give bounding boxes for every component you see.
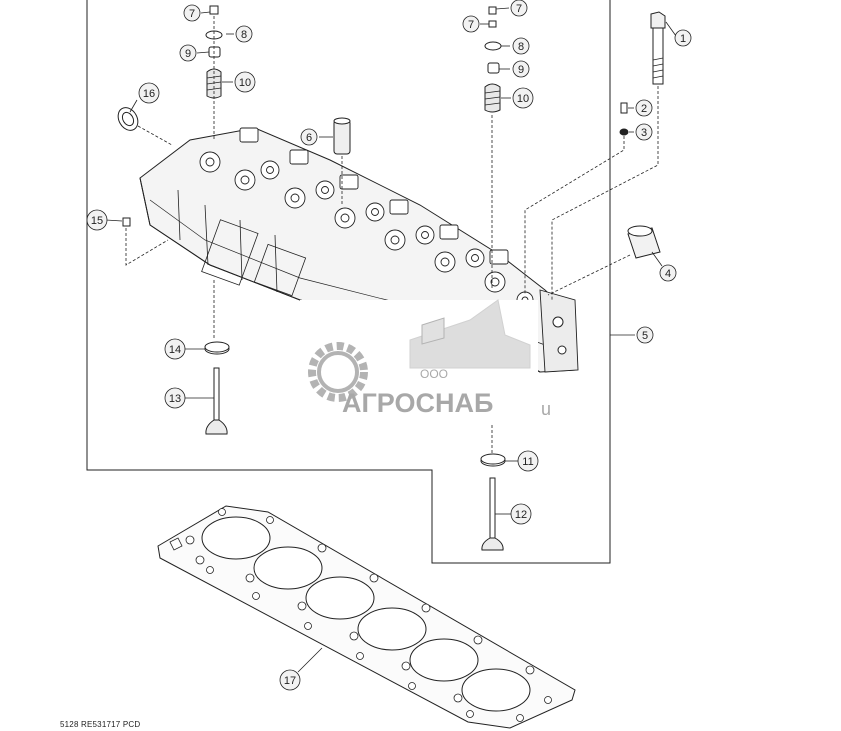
intake-valve: [205, 367, 228, 435]
callout-7c: 7: [462, 15, 480, 33]
callout-11-label: 11: [522, 456, 533, 468]
callout-4: 4: [659, 264, 677, 282]
callout-9b-label: 9: [518, 64, 524, 76]
callout-1: 1: [674, 29, 692, 47]
callout-2: 2: [635, 99, 653, 117]
callout-7a: 7: [183, 4, 201, 22]
callout-8a-label: 8: [241, 29, 247, 41]
callout-9a-label: 9: [185, 48, 191, 60]
drawing-code: 5128 RE531717 PCD: [60, 720, 141, 729]
callout-7b: 7: [510, 0, 528, 17]
callout-12-label: 12: [515, 509, 527, 521]
callout-10b-label: 10: [517, 93, 529, 105]
callout-10b: 10: [512, 87, 534, 109]
watermark-suffix: u: [541, 399, 551, 419]
callout-11: 11: [517, 450, 539, 472]
callout-7c-label: 7: [468, 19, 474, 31]
watermark-company: АГРОСНАБ: [342, 388, 493, 418]
valve-seal-right: [480, 453, 506, 467]
callout-7a-label: 7: [189, 8, 195, 20]
callout-9b: 9: [512, 60, 530, 78]
callout-12: 12: [510, 503, 532, 525]
callout-13: 13: [164, 387, 186, 409]
callout-16: 16: [138, 82, 160, 104]
callout-8b: 8: [512, 37, 530, 55]
callout-3-label: 3: [641, 127, 647, 139]
callout-7b-label: 7: [516, 3, 522, 15]
callout-4-label: 4: [665, 268, 671, 280]
plug-6: [333, 117, 351, 155]
callout-15-label: 15: [91, 215, 103, 227]
callout-16-label: 16: [143, 88, 155, 100]
exhaust-valve: [481, 477, 504, 551]
callout-14-label: 14: [169, 344, 181, 356]
callout-15: 15: [86, 209, 108, 231]
callout-17-label: 17: [284, 675, 296, 687]
callout-14: 14: [164, 338, 186, 360]
injector-sleeve: [627, 225, 661, 259]
watermark-prefix: ООО: [420, 367, 448, 381]
callout-10a: 10: [234, 71, 256, 93]
watermark-panel: [300, 300, 538, 428]
head-gasket: [157, 505, 576, 729]
callout-5-label: 5: [642, 330, 648, 342]
callout-17: 17: [279, 669, 301, 691]
watermark: ООО АГРОСНАБ u: [308, 299, 551, 419]
callout-5: 5: [636, 326, 654, 344]
callout-leaders: [105, 7, 677, 673]
callout-6: 6: [300, 128, 318, 146]
head-bolt: [650, 11, 666, 85]
assembly-boundary: [86, 0, 611, 564]
callout-6-label: 6: [306, 132, 312, 144]
right-valve-stack: [484, 6, 502, 113]
watermark-tractor-logo: [409, 299, 531, 369]
watermark-gear-logo: [308, 342, 368, 402]
callout-9a: 9: [179, 44, 197, 62]
callout-8a: 8: [235, 25, 253, 43]
callout-10a-label: 10: [239, 77, 251, 89]
plug-15: [122, 217, 131, 227]
callout-13-label: 13: [169, 393, 181, 405]
dowel-parts: [619, 102, 629, 136]
callout-8b-label: 8: [518, 41, 524, 53]
plug-16: [117, 107, 139, 131]
callout-1-label: 1: [680, 33, 686, 45]
callout-3: 3: [635, 123, 653, 141]
callout-2-label: 2: [641, 103, 647, 115]
valve-seal-left: [204, 341, 230, 355]
